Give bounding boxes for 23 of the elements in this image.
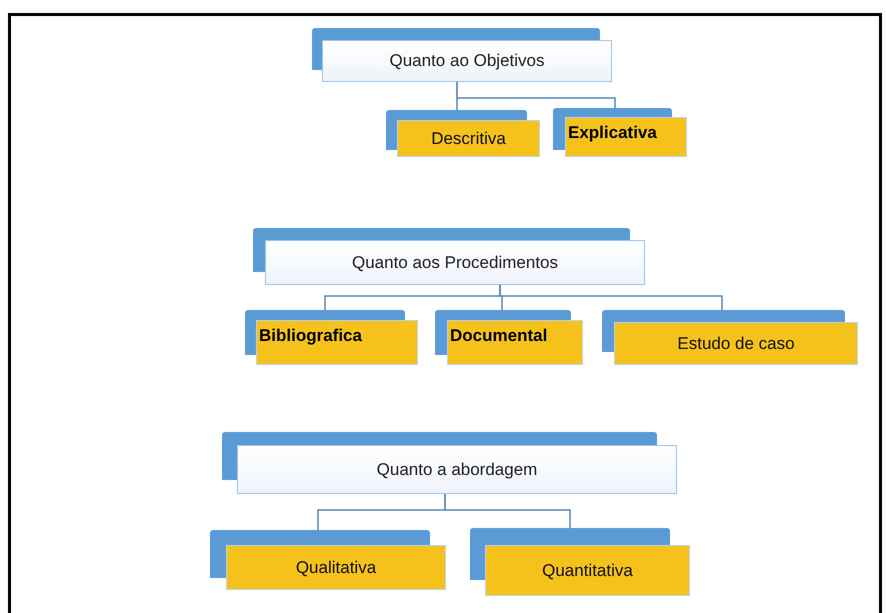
tabbed-box [312, 28, 612, 82]
box-label: Bibliografica [259, 325, 362, 347]
box-label: Descritiva [431, 128, 506, 150]
connector-line [499, 285, 723, 310]
tabbed-box [386, 110, 540, 157]
tabbed-box [245, 310, 418, 365]
box-label: Quanto a abordagem [376, 458, 538, 481]
tabbed-box [553, 108, 687, 157]
tabbed-box [435, 310, 583, 365]
tabbed-box [222, 432, 677, 494]
box-label: Quanto aos Procedimentos [352, 252, 558, 274]
connector-line [456, 82, 616, 108]
tabbed-box [253, 228, 645, 285]
box-label: Estudo de caso [677, 332, 795, 355]
connector-line [444, 494, 571, 528]
tabbed-box [210, 530, 446, 590]
box-label: Quantitativa [542, 560, 633, 582]
box-label: Documental [450, 325, 548, 347]
tabbed-box [470, 528, 690, 596]
box-label: Quanto ao Objetivos [390, 50, 544, 72]
box-label: Explicativa [568, 122, 657, 144]
box-label: Qualitativa [296, 556, 376, 579]
tabbed-box [602, 310, 858, 365]
